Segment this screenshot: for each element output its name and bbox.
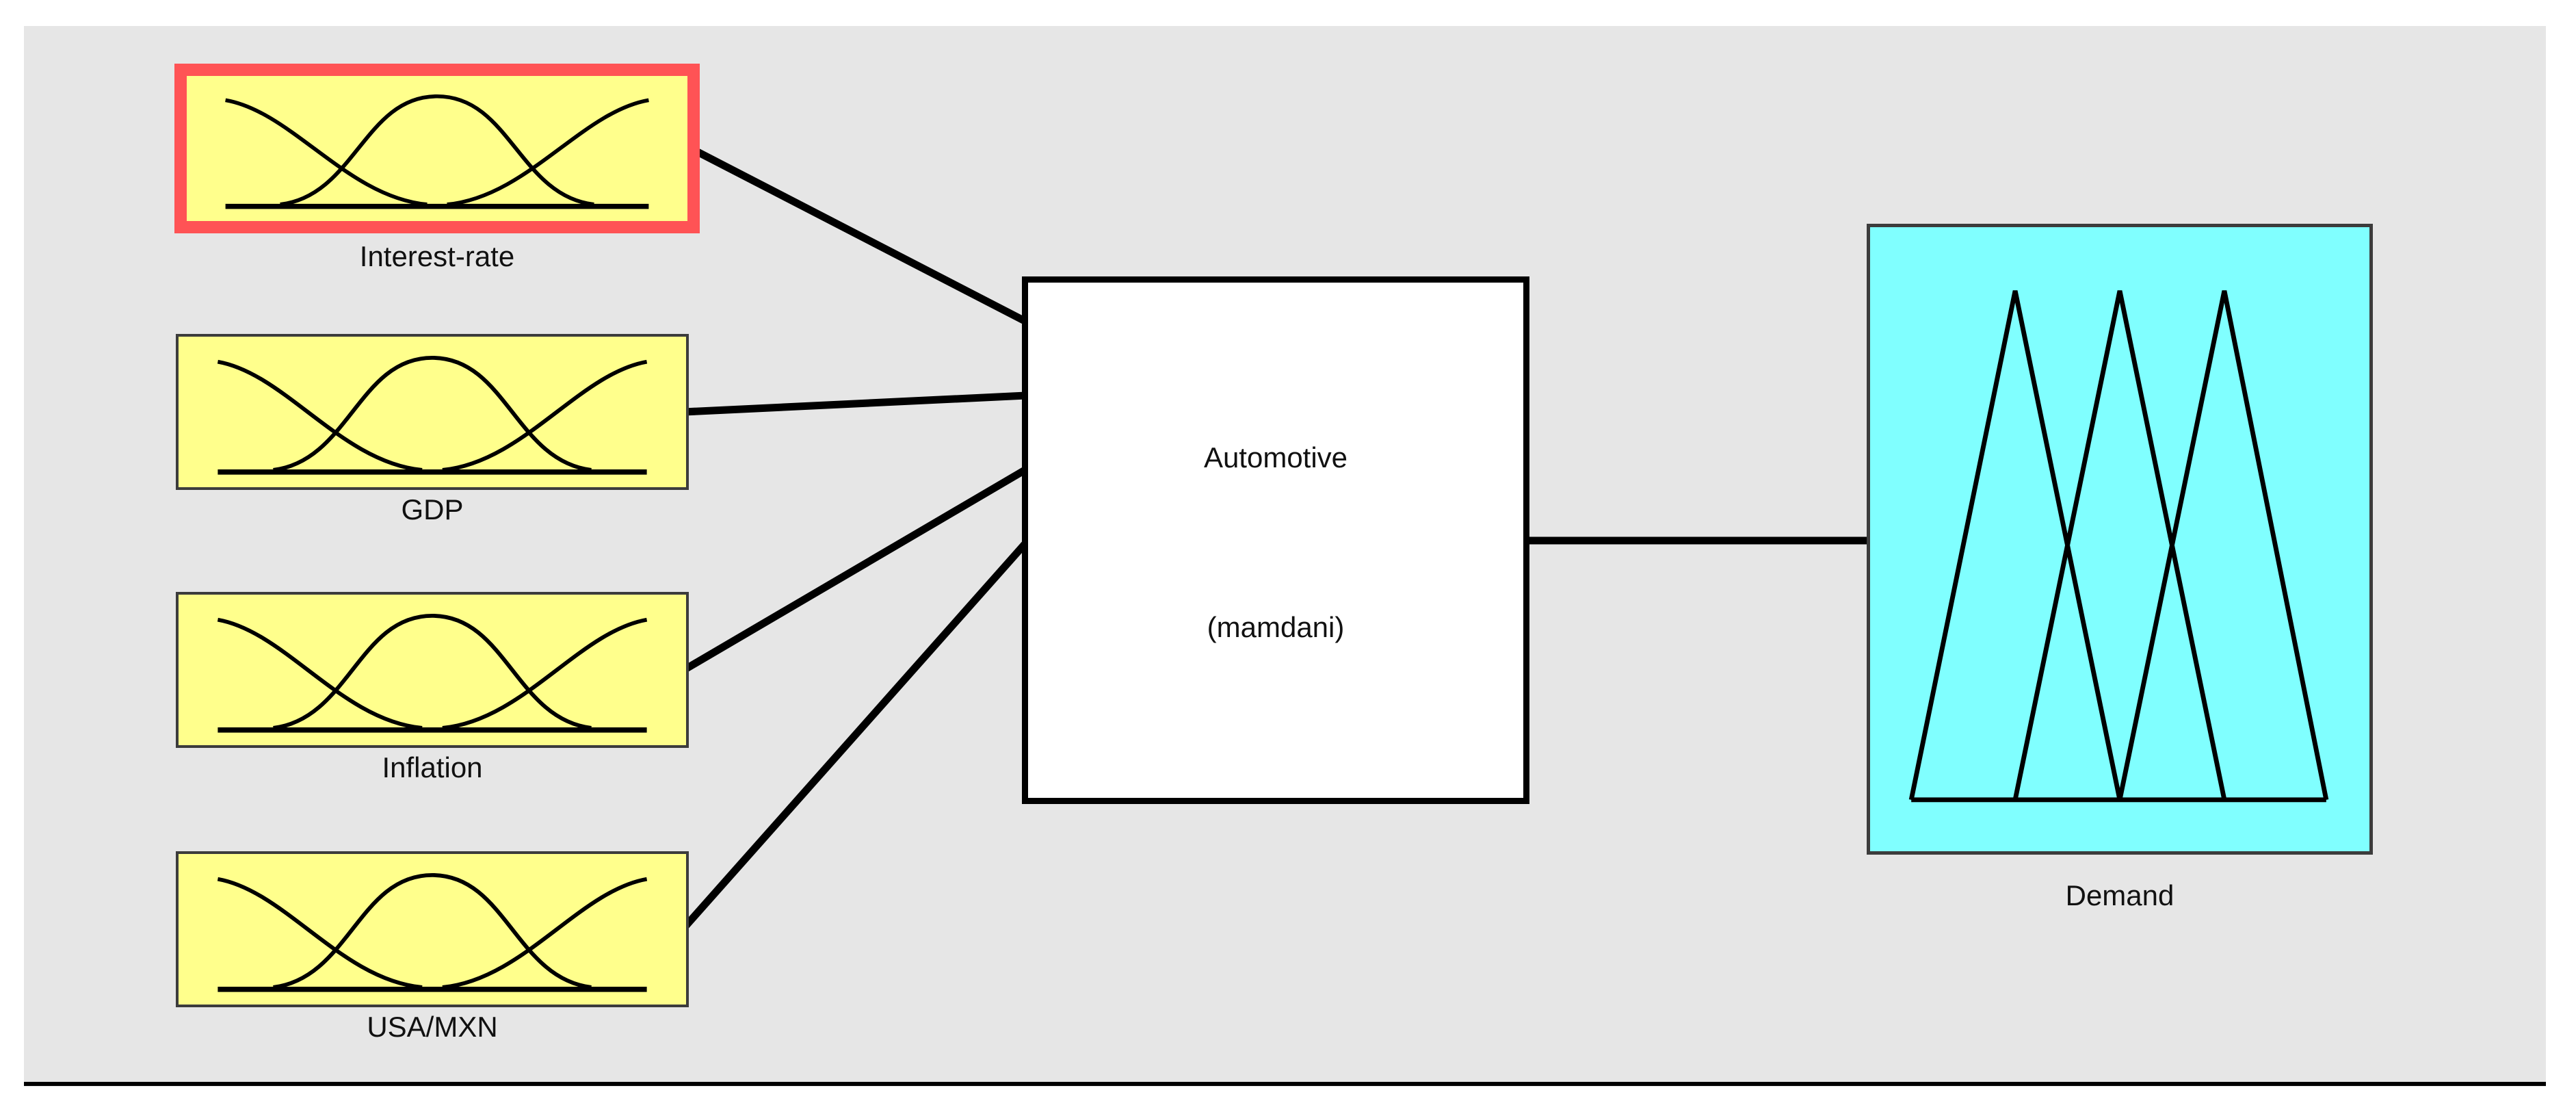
- process-node-name: Automotive: [1203, 441, 1348, 474]
- input-label-gdp: GDP: [401, 493, 464, 526]
- wire-gdp-to-process: [683, 391, 1027, 416]
- bottom-divider-line: [24, 1082, 2546, 1086]
- gaussian-mf-icon: [217, 355, 648, 475]
- input-node-interest-rate[interactable]: [174, 64, 700, 233]
- gaussian-mf-icon: [217, 872, 648, 992]
- output-node-demand[interactable]: [1867, 224, 2373, 855]
- input-node-usamxn[interactable]: [176, 851, 689, 1007]
- input-node-gdp[interactable]: [176, 334, 689, 490]
- process-node-automotive[interactable]: [1022, 276, 1529, 804]
- input-node-inflation[interactable]: [176, 592, 689, 748]
- output-label-demand: Demand: [2065, 879, 2174, 911]
- wire-usamxn-to-process: [681, 540, 1029, 931]
- input-label-inflation: Inflation: [382, 751, 483, 783]
- wire-interest-rate-to-process: [693, 147, 1028, 325]
- gaussian-mf-icon: [225, 94, 649, 209]
- triangular-mf-icon: [1908, 290, 2329, 803]
- wire-inflation-to-process: [682, 466, 1028, 673]
- process-node-type: (mamdani): [1207, 611, 1345, 643]
- input-label-usamxn: USA/MXN: [367, 1011, 498, 1043]
- input-label-interest-rate: Interest-rate: [359, 240, 515, 272]
- gaussian-mf-icon: [217, 613, 648, 733]
